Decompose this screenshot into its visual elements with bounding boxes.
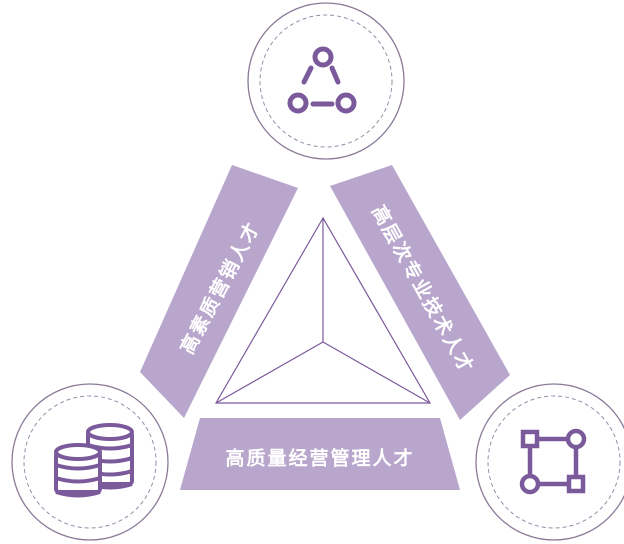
left-node-dashed-ring — [23, 395, 157, 529]
network-right-dot — [335, 92, 357, 114]
bands — [140, 165, 510, 490]
bottom-band — [180, 418, 460, 490]
coin-front-top — [54, 443, 102, 461]
bottom-band-label: 高质量经营管理人才 — [225, 447, 414, 470]
coin-front-ring-1 — [55, 463, 101, 471]
right-band — [330, 165, 510, 420]
coin-stack-front — [54, 443, 102, 498]
right-node — [475, 383, 624, 541]
coin-front-ring-2 — [55, 476, 101, 484]
top-node-outer-circle — [247, 2, 405, 160]
network-left-dot — [287, 92, 309, 114]
inner-spoke-left — [215, 341, 324, 404]
inner-triangle-outline — [214, 216, 432, 404]
flowchart-nodes-icon — [519, 428, 587, 495]
coin-stack-icon — [54, 423, 134, 498]
left-band — [140, 165, 298, 418]
network-left-arc — [301, 65, 314, 85]
inner-spoke-right — [322, 341, 431, 404]
top-node-dashed-ring — [259, 14, 393, 148]
network-right-arc — [329, 65, 341, 85]
coin-back-top — [86, 423, 134, 441]
right-node-outer-circle — [475, 383, 624, 541]
network-top-dot — [312, 46, 334, 68]
top-node — [247, 2, 405, 160]
coin-front-base — [55, 490, 101, 498]
inner-triangle — [214, 216, 432, 404]
network-triangle-icon — [287, 46, 357, 114]
left-node — [11, 383, 169, 541]
right-node-dashed-ring — [487, 395, 621, 529]
